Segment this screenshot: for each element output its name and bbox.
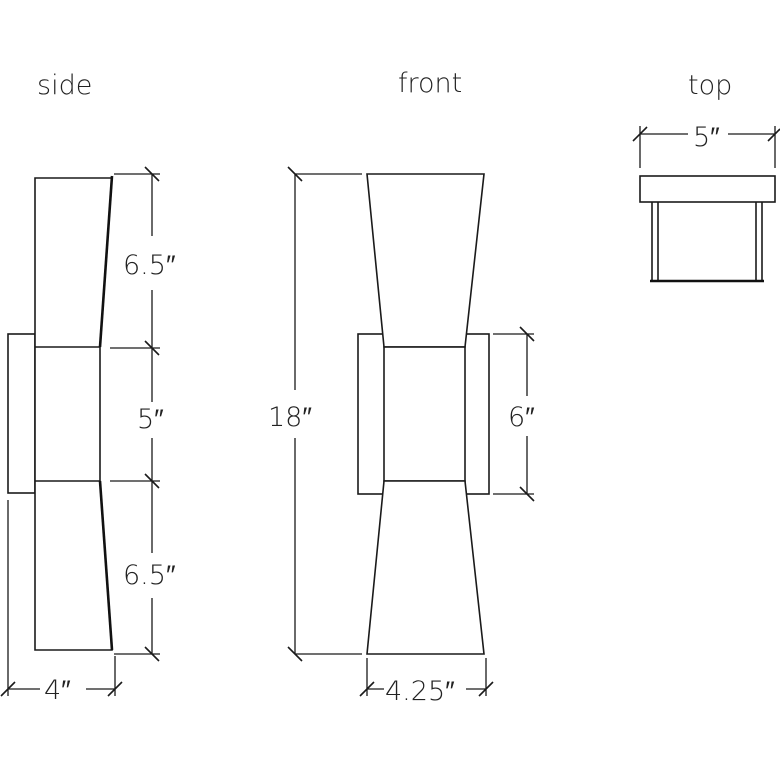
front-middle-band <box>383 346 466 482</box>
top-shade <box>639 175 776 203</box>
side-depth-label: 4″ <box>44 675 71 706</box>
top-width-tick-2 <box>767 128 780 142</box>
side-body <box>34 177 113 651</box>
front-height-tick-1 <box>287 166 303 182</box>
front-height-tick-2 <box>287 646 303 662</box>
front-backplate-height-label: 6″ <box>508 402 535 433</box>
side-backplate <box>7 333 36 494</box>
front-upper-shade <box>366 173 485 348</box>
front-total-height-label: 18″ <box>268 402 312 433</box>
side-upper-edge <box>98 175 114 348</box>
side-lower-height-label: 6.5″ <box>123 560 176 591</box>
front-lower-shade <box>366 480 485 655</box>
side-lower-edge <box>98 480 114 651</box>
front-plate-tick-2 <box>519 486 535 502</box>
side-view: side 6.5″ 5″ 6.5″ 4″ <box>0 70 176 706</box>
top-width-tick-1 <box>632 126 648 142</box>
top-view-label: top <box>688 70 732 101</box>
front-width-tick-1 <box>359 681 375 697</box>
front-view: front 18″ 6″ 4.25″ <box>268 68 535 707</box>
front-width-label: 4.25″ <box>385 676 455 707</box>
side-tick-2 <box>144 340 160 356</box>
side-upper-height-label: 6.5″ <box>123 250 176 281</box>
side-tick-4 <box>144 646 160 662</box>
front-width-tick-2 <box>478 681 494 697</box>
side-tick-1 <box>144 166 160 182</box>
side-tick-3 <box>144 473 160 489</box>
front-plate-tick-1 <box>519 326 535 342</box>
side-view-label: side <box>37 70 92 101</box>
top-view: top 5″ <box>632 70 780 283</box>
side-depth-tick-2 <box>107 681 123 697</box>
side-middle-height-label: 5″ <box>137 404 164 435</box>
front-view-label: front <box>398 68 462 99</box>
side-depth-tick-1 <box>0 681 16 697</box>
top-width-label: 5″ <box>693 122 720 153</box>
